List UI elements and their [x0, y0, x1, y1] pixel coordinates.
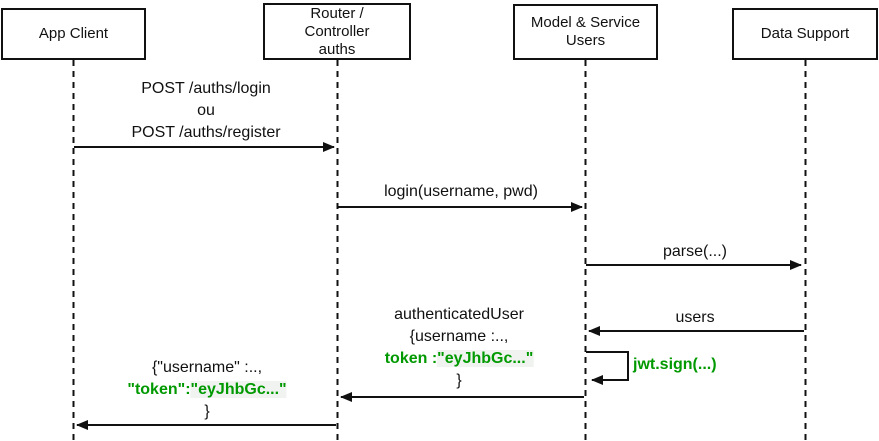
message-line-token: "token":"eyJhbGc..."	[127, 381, 287, 398]
actor-label-app-client: App Client	[38, 25, 109, 42]
actor-label-model-line2: Users	[565, 32, 606, 49]
message-line: }	[456, 372, 462, 389]
actor-box-router: Router / Controller auths	[263, 3, 411, 60]
message-label-users: users	[675, 307, 715, 329]
self-loop-arrow-jwt-sign	[586, 351, 629, 385]
actor-box-data-support: Data Support	[732, 8, 878, 60]
message-label-jwt-sign: jwt.sign(...)	[633, 356, 717, 373]
message-line: }	[204, 403, 210, 420]
message-line: {"username" :..,	[151, 359, 263, 376]
message-line: parse(...)	[662, 243, 728, 260]
actor-label-data-support: Data Support	[760, 25, 850, 42]
message-line: {username :..,	[409, 328, 509, 345]
actor-box-app-client: App Client	[1, 8, 146, 60]
message-label-parse: parse(...)	[662, 241, 728, 263]
message-label-auth-user: authenticatedUser {username :.., token :…	[384, 304, 534, 392]
message-label-response: {"username" :.., "token":"eyJhbGc..." }	[127, 357, 287, 423]
message-label-post-auth: POST /auths/login ou POST /auths/registe…	[131, 78, 281, 144]
message-line: authenticatedUser	[394, 306, 524, 323]
actor-label-router-line1: Router /	[310, 4, 364, 22]
message-line: login(username, pwd)	[384, 183, 538, 200]
actor-box-model: Model & Service Users	[513, 4, 658, 60]
message-line: POST /auths/register	[131, 124, 281, 141]
actor-label-model-line1: Model & Service	[530, 14, 641, 31]
message-line: users	[675, 309, 715, 326]
actor-label-router-line3: auths	[318, 40, 356, 58]
actor-label-router-line2: Controller	[304, 22, 370, 40]
message-line: POST /auths/login	[141, 80, 271, 97]
message-label-login: login(username, pwd)	[384, 181, 538, 203]
message-line: ou	[197, 102, 215, 119]
message-line-token: token :"eyJhbGc..."	[384, 350, 534, 367]
